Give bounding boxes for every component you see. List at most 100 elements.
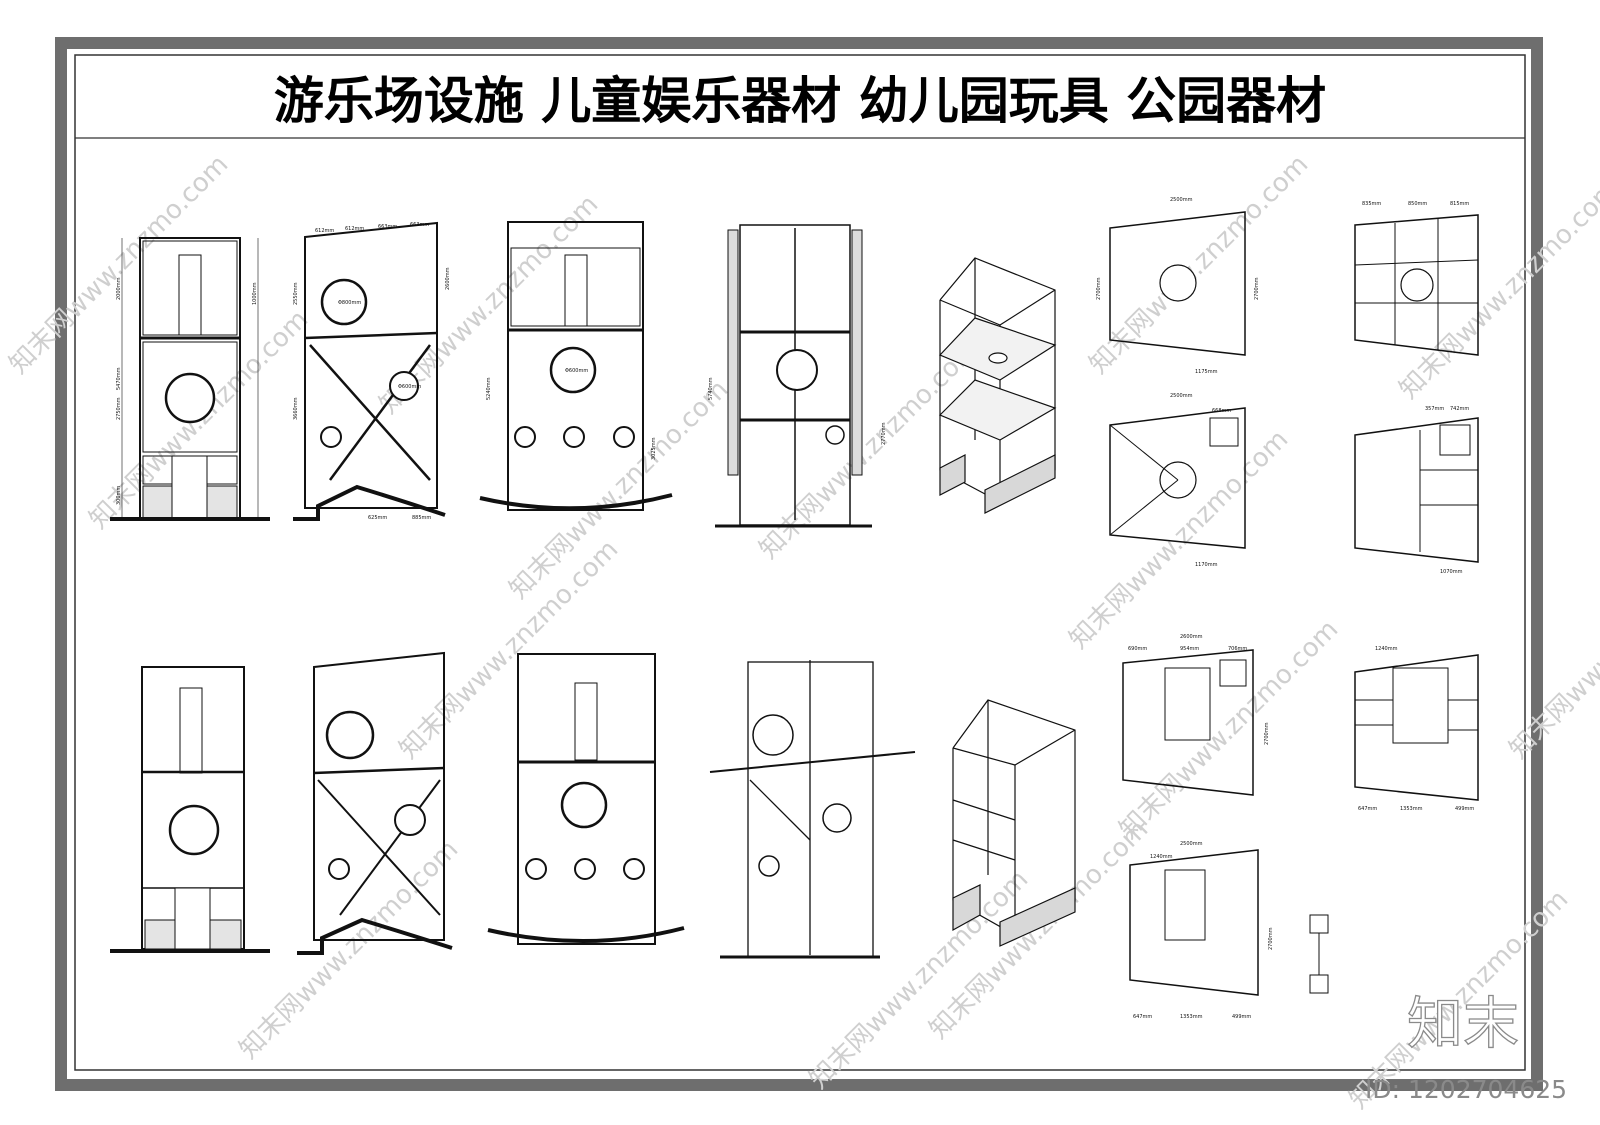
- elev-b2-porthole-small: [328, 858, 350, 880]
- inner-frame: [74, 54, 1526, 1071]
- elev-c2-porthole-left: [525, 858, 547, 880]
- section-d2-diag: [749, 779, 811, 841]
- elev-b-dim-7: 3660mm: [293, 397, 299, 420]
- elev-b-dim-1: 612mm: [315, 228, 334, 234]
- elev-b2-frame: [313, 651, 445, 941]
- elev-b2-ground-curve: [297, 917, 453, 955]
- elev-b-diag-1: [309, 344, 431, 481]
- plan-f4-dim-1: 2500mm: [1180, 841, 1203, 847]
- watermark-4: 知末网www.znzmo.com: [504, 374, 735, 605]
- plan-g1-dim-3: 815mm: [1450, 201, 1469, 207]
- elev-b-dim-11: Φ600mm: [398, 384, 421, 390]
- isometric-e-bottom: [952, 699, 1076, 947]
- elev-c2-porthole-right: [623, 858, 645, 880]
- plan-f2-cross-2: [1109, 479, 1179, 536]
- elev-b-dim-3: 663mm: [378, 224, 397, 230]
- iso-e2-top-edge: [952, 747, 1016, 766]
- elev-c2-frame: [517, 653, 656, 945]
- plan-f4-dim-2: 1240mm: [1150, 854, 1173, 860]
- plan-g3-detail-bottom: [1309, 974, 1329, 994]
- elevation-c-bottom: [487, 653, 685, 945]
- plan-g1-dim-1: 835mm: [1362, 201, 1381, 207]
- iso-e-deck-1: [938, 317, 1057, 381]
- section-d-left-wall: [727, 229, 739, 476]
- plan-f2-box: [1209, 417, 1239, 447]
- plan-f1-dim-2: 2700mm: [1096, 277, 1102, 300]
- plan-f3-dim-1: 2600mm: [1180, 634, 1203, 640]
- elev-c-porthole-center: [549, 346, 597, 394]
- elev-a2-footing-left: [144, 919, 176, 950]
- section-d-porthole: [776, 349, 818, 391]
- section-d2-deck: [709, 751, 916, 773]
- elev-c2-top-slot: [574, 682, 598, 761]
- section-d2-porthole-2: [822, 803, 852, 833]
- elev-b-frame: [304, 221, 438, 509]
- elevation-b-bottom: [297, 651, 453, 955]
- section-d2-porthole-1: [752, 714, 794, 756]
- plan-f3-dim-3: 954mm: [1180, 646, 1199, 652]
- elev-c-porthole-left: [514, 426, 536, 448]
- plan-f3-dim-5: 2700mm: [1264, 722, 1270, 745]
- watermark-13: 知末网www.znzmo.com: [1504, 534, 1600, 765]
- section-d-top: [715, 224, 872, 528]
- elev-c-dim-3: 3025mm: [651, 437, 657, 460]
- plan-f2-dim-3: 1170mm: [1195, 562, 1218, 568]
- plan-g2-outline: [1354, 417, 1479, 563]
- elev-a-dim-1: 2000mm: [116, 277, 122, 300]
- plan-g3-detail-top: [1309, 914, 1329, 934]
- elev-b-dim-2: 612mm: [345, 226, 364, 232]
- elev-a-footing-right: [206, 485, 238, 519]
- elevation-a-top: [110, 237, 270, 521]
- section-d-bottom: [709, 660, 916, 959]
- elev-b-dim-9: 885mm: [412, 515, 431, 521]
- image-id: ID: 1202704625: [1365, 1075, 1567, 1104]
- plan-f2-outline: [1109, 407, 1246, 549]
- plan-f4-box: [1164, 869, 1206, 941]
- iso-e2-rung-2: [952, 839, 1016, 861]
- plan-f2-dim-1: 2500mm: [1170, 393, 1193, 399]
- elev-b-dim-6: 2600mm: [445, 267, 451, 290]
- elev-a-middle-panel: [142, 341, 238, 453]
- elev-b-dim-5: 2550mm: [293, 282, 299, 305]
- elev-b-porthole-large: [320, 278, 368, 326]
- plan-g-top: [1354, 214, 1479, 563]
- elev-c-ground-curve: [479, 493, 673, 511]
- elev-a2-opening: [174, 887, 211, 950]
- elevation-a-bottom: [110, 666, 270, 953]
- plan-f4-dim-5: 499mm: [1232, 1014, 1251, 1020]
- elev-b-dim-8: 625mm: [368, 515, 387, 521]
- plan-f1-dim-1: 2500mm: [1170, 197, 1193, 203]
- elev-c2-porthole-mid: [574, 858, 596, 880]
- plan-g3-dim-3: 1353mm: [1400, 806, 1423, 812]
- iso-e-deck-2: [938, 379, 1057, 441]
- plan-f4-dim-3: 647mm: [1133, 1014, 1152, 1020]
- elev-a-dim-5: 300mm: [116, 486, 122, 505]
- plan-g2-dim-3: 1070mm: [1440, 569, 1463, 575]
- sheet-title: 游乐场设施 儿童娱乐器材 幼儿园玩具 公园器材: [274, 72, 1326, 130]
- elev-c2-ground-curve: [487, 926, 685, 944]
- section-d-dim-2: 2770mm: [881, 422, 887, 445]
- elev-b-mid-rail: [304, 331, 438, 340]
- plan-f3-box-2: [1219, 659, 1247, 687]
- elevation-c-top: [479, 221, 673, 511]
- section-d-right-wall: [851, 229, 863, 476]
- plan-g1-dim-2: 850mm: [1408, 201, 1427, 207]
- elev-a2-footing-right: [209, 919, 242, 950]
- isometric-e-top: [938, 257, 1057, 514]
- elev-b-dim-4: 663mm: [410, 222, 429, 228]
- elev-a-top-slot: [178, 254, 202, 336]
- plan-g3-outline: [1354, 654, 1479, 801]
- watermark-layer: 知末网www.znzmo.com 知末网www.znzmo.com 知末网www…: [4, 149, 1600, 1115]
- plan-f2-cross-1: [1109, 424, 1179, 481]
- plan-f1-dim-3: 2700mm: [1254, 277, 1260, 300]
- plan-f-top: [1109, 211, 1246, 549]
- elev-b2-porthole-right: [394, 804, 426, 836]
- iso-e2-rung-1: [952, 799, 1016, 821]
- elev-b2-diag-1: [317, 779, 441, 916]
- outer-frame: [55, 37, 1543, 1091]
- plan-f3-box-1: [1164, 667, 1211, 741]
- elev-a-footing-left: [142, 485, 173, 519]
- plan-g1-hole: [1400, 268, 1434, 302]
- iso-e-hole: [988, 352, 1008, 364]
- plan-g1-outline: [1354, 214, 1479, 356]
